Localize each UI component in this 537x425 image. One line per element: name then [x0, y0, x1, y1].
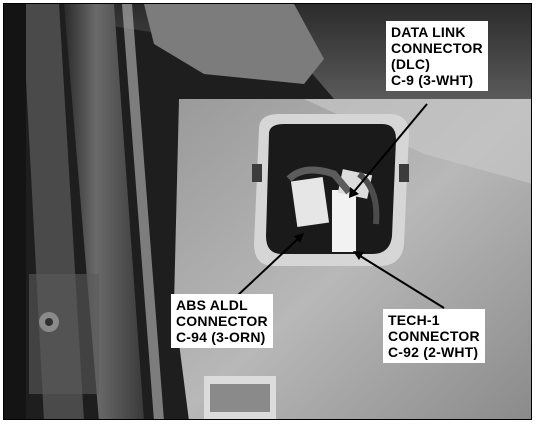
panel-opening — [266, 124, 396, 254]
callout-text: CONNECTOR — [388, 328, 480, 344]
callout-text: DATA LINK — [391, 24, 466, 40]
door-edge — [4, 4, 26, 419]
abs-callout: ABS ALDL CONNECTOR C-94 (3-ORN) — [171, 294, 273, 348]
dlc-callout: DATA LINK CONNECTOR (DLC) C-9 (3-WHT) — [386, 21, 488, 91]
door-pillar — [64, 4, 144, 419]
callout-text: C-94 (3-ORN) — [176, 329, 266, 345]
abs-connector-shape — [290, 176, 330, 228]
callout-text: TECH-1 — [388, 312, 440, 328]
callout-text: ABS ALDL — [176, 297, 248, 313]
callout-text: CONNECTOR — [391, 40, 483, 56]
callout-text: C-92 (2-WHT) — [388, 344, 479, 360]
trim-highlight — [144, 4, 324, 84]
callout-text: CONNECTOR — [176, 313, 268, 329]
tech-connector-shape — [332, 190, 356, 252]
callout-text: C-9 (3-WHT) — [391, 72, 474, 88]
door-hinge-area — [29, 274, 99, 394]
callout-text: (DLC) — [391, 56, 431, 72]
tech-callout: TECH-1 CONNECTOR C-92 (2-WHT) — [383, 309, 485, 363]
